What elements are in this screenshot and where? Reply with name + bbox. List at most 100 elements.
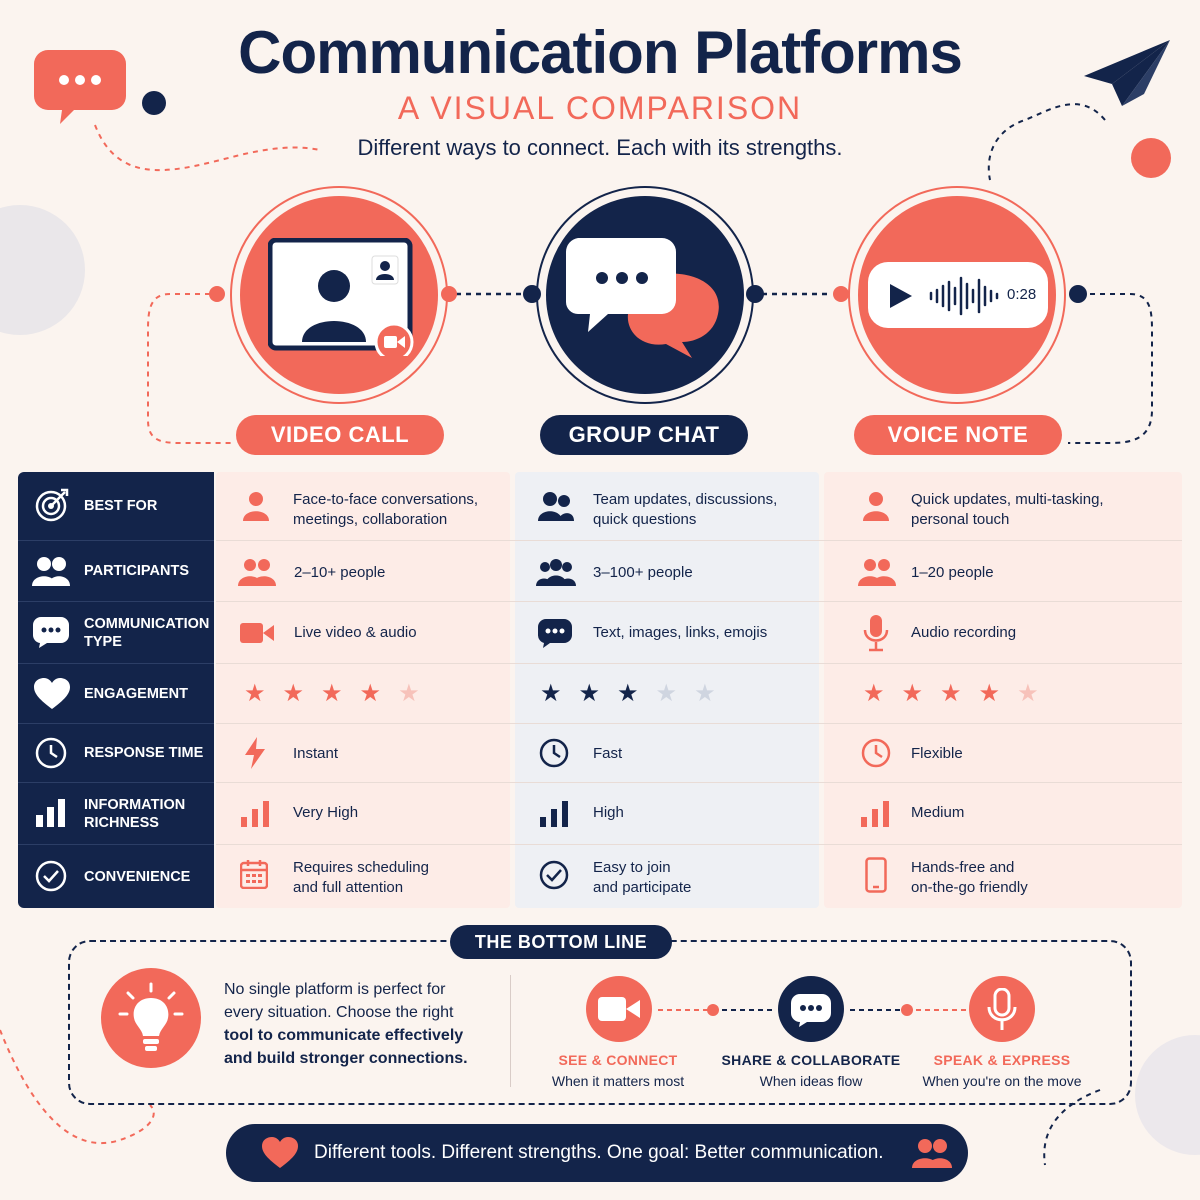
star-empty-icon: ★ [694, 680, 716, 707]
page-tagline: Different ways to connect. Each with its… [357, 135, 843, 160]
cell-text: 1–20 people [911, 564, 994, 581]
bottom-line-tag: THE BOTTOM LINE [450, 925, 672, 959]
page-title: Communication Platforms [238, 19, 963, 86]
clock-icon [861, 738, 891, 768]
speak-express-title: SPEAK & EXPRESS [933, 1052, 1071, 1068]
voice-note-column [824, 472, 1182, 908]
clock-icon [35, 737, 67, 769]
lightning-icon [245, 737, 265, 769]
bar-chart-icon [241, 801, 269, 827]
cell-text: Medium [911, 804, 965, 821]
cell-text: 3–100+ people [593, 564, 693, 581]
cell-text: High [593, 804, 624, 821]
bottom-line-text-plain: No single platform is perfect for every … [224, 981, 454, 1021]
voice-note-duration: 0:28 [1007, 286, 1037, 303]
play-icon [890, 284, 912, 308]
speak-express-circle [969, 976, 1035, 1042]
cell-text: and participate [593, 879, 692, 896]
cell-text: Team updates, discussions, [593, 491, 778, 508]
check-circle-icon [539, 860, 569, 890]
speak-express-sub: When you're on the move [922, 1073, 1082, 1089]
cell-text: Face-to-face conversations, [293, 491, 479, 508]
bar-chart-icon [861, 801, 889, 827]
video-call-icon [268, 238, 414, 356]
cell-text: Easy to join [593, 859, 671, 876]
people-icon [32, 557, 70, 586]
mini-connector [658, 1004, 968, 1016]
chat-bubble-icon [538, 619, 572, 648]
video-call-column [216, 472, 510, 908]
row-label: ENGAGEMENT [84, 685, 188, 702]
video-camera-icon [240, 623, 274, 643]
star-filled-icon: ★ [940, 680, 962, 707]
see-connect-sub: When it matters most [551, 1073, 685, 1089]
voice-note-ring [848, 186, 1066, 404]
connector-dot [523, 285, 541, 303]
row-participants: PARTICIPANTS [18, 541, 214, 601]
row-best-for: BEST FOR [18, 472, 214, 540]
cell-text: Hands-free and [911, 859, 1015, 876]
target-icon [35, 488, 69, 522]
cell-text: Live video & audio [294, 624, 417, 641]
star-empty-icon: ★ [398, 680, 420, 707]
footer-text: Different tools. Different strengths. On… [314, 1142, 884, 1163]
chat-bubble-icon [791, 994, 831, 1027]
group-chat-label: GROUP CHAT [540, 415, 748, 455]
see-connect-title: SEE & CONNECT [558, 1052, 678, 1068]
people-icon [858, 559, 896, 586]
star-filled-icon: ★ [578, 680, 601, 707]
chat-bubbles-icon [566, 238, 719, 358]
page-subtitle: A VISUAL COMPARISON [397, 90, 803, 126]
cell-text: Very High [293, 804, 359, 821]
row-convenience: CONVENIENCE [18, 845, 214, 908]
person-icon [243, 492, 269, 521]
star-filled-icon: ★ [282, 680, 305, 707]
cell-text: Fast [593, 745, 623, 762]
cell-text: Text, images, links, emojis [593, 624, 768, 641]
audio-waveform-icon [929, 276, 999, 316]
comparison-table: BEST FOR Face-to-face conversations, meet… [18, 472, 1182, 908]
star-filled-icon: ★ [321, 680, 343, 707]
video-call-label: VIDEO CALL [236, 415, 444, 455]
cell-text: Audio recording [911, 624, 1017, 641]
group-chat-column [515, 472, 819, 908]
microphone-icon [987, 988, 1017, 1030]
row-response-time: RESPONSE TIME [18, 724, 214, 782]
cell-text: 2–10+ people [294, 564, 386, 581]
star-filled-icon: ★ [359, 680, 382, 707]
connector-dot [441, 286, 457, 302]
microphone-icon [863, 615, 889, 652]
bar-chart-icon [540, 801, 568, 827]
row-label-line: TYPE [84, 633, 122, 650]
clock-icon [539, 738, 569, 768]
bar-chart-icon [36, 799, 65, 827]
cell-text: meetings, collaboration [293, 511, 448, 528]
star-filled-icon: ★ [901, 680, 924, 707]
lightbulb-icon [118, 982, 184, 1051]
chat-bubble-icon [33, 617, 69, 648]
row-label-line: INFORMATION [84, 796, 186, 813]
rating-stars: ★★★★★ [244, 682, 420, 706]
bottom-line-text-bold: tool to communicate effectively and buil… [224, 1027, 468, 1067]
check-circle-icon [35, 860, 67, 892]
bottom-line-text: No single platform is perfect for every … [224, 978, 484, 1070]
row-label: RESPONSE TIME [84, 745, 204, 761]
people-icon [538, 492, 574, 521]
cell-text: quick questions [593, 511, 697, 528]
row-label: PARTICIPANTS [84, 563, 189, 579]
person-icon [863, 492, 889, 521]
star-filled-icon: ★ [863, 680, 885, 707]
star-filled-icon: ★ [617, 680, 639, 707]
footer-banner: Different tools. Different strengths. On… [226, 1124, 968, 1182]
star-empty-icon: ★ [1017, 680, 1039, 707]
cell-text: on-the-go friendly [911, 879, 1028, 896]
rating-stars: ★ ★ ★ ★ ★ [863, 682, 1039, 706]
speech-bubble-icon [34, 50, 126, 124]
star-filled-icon: ★ [978, 680, 1001, 707]
rating-stars: ★★★★★ [540, 682, 716, 706]
bottom-line-divider [510, 975, 511, 1087]
row-label: BEST FOR [84, 498, 158, 514]
